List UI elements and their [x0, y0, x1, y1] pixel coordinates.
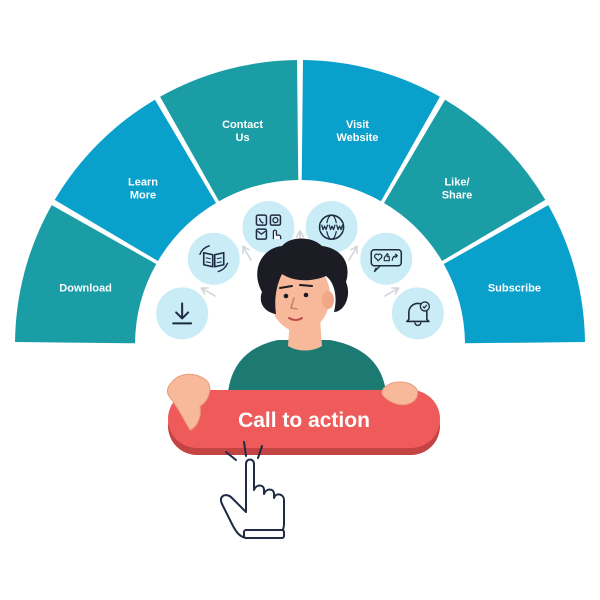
segment-like[interactable]: [383, 99, 546, 262]
cta-button-face[interactable]: [168, 390, 440, 448]
person-hands: [167, 373, 419, 431]
person-shirt: [228, 340, 386, 392]
segment-label-learn: Learn: [128, 177, 158, 189]
segment-label-contact: Contact: [222, 119, 263, 131]
segment-label-download: Download: [59, 283, 112, 295]
person-brow-left: [279, 285, 293, 289]
segment-download[interactable]: [15, 205, 157, 344]
person-nose: [289, 297, 298, 310]
segment-contact[interactable]: [160, 60, 299, 202]
contact-icon[interactable]: [240, 199, 297, 256]
segment-learn[interactable]: [54, 99, 217, 262]
arrow-icon: [200, 287, 216, 297]
segment-visit[interactable]: [301, 60, 440, 202]
segment-label-visit: Website: [336, 132, 378, 144]
person-brow-right: [299, 284, 313, 287]
arrow-icon: [384, 287, 400, 297]
segment-label-like: Share: [442, 190, 473, 202]
icons-layer: [154, 199, 446, 342]
arrow-icon: [348, 245, 358, 261]
segment-label-contact: Us: [236, 132, 250, 144]
pointer-hand-icon: [220, 441, 285, 539]
like-share-icon[interactable]: [358, 230, 415, 287]
arrow-icon: [242, 245, 252, 261]
person-mouth: [288, 317, 303, 321]
person-hair: [257, 238, 349, 314]
hand-left: [167, 373, 211, 431]
download-icon[interactable]: [154, 285, 211, 342]
segment-label-subscribe: Subscribe: [488, 283, 541, 295]
person-illustration: [228, 238, 386, 392]
call-to-action-button[interactable]: Call to action: [168, 390, 440, 455]
book-icon[interactable]: [185, 230, 242, 287]
segment-label-like: Like/: [444, 177, 469, 189]
segment-label-learn: More: [130, 190, 156, 202]
segment-subscribe[interactable]: [443, 205, 585, 344]
hand-right: [381, 381, 419, 406]
person-eye-left: [283, 293, 289, 299]
person-eye-right: [303, 292, 309, 298]
person-ear: [322, 291, 334, 309]
bell-icon[interactable]: [389, 285, 446, 342]
segment-label-visit: Visit: [346, 119, 369, 131]
cta-button-label: Call to action: [238, 409, 370, 432]
